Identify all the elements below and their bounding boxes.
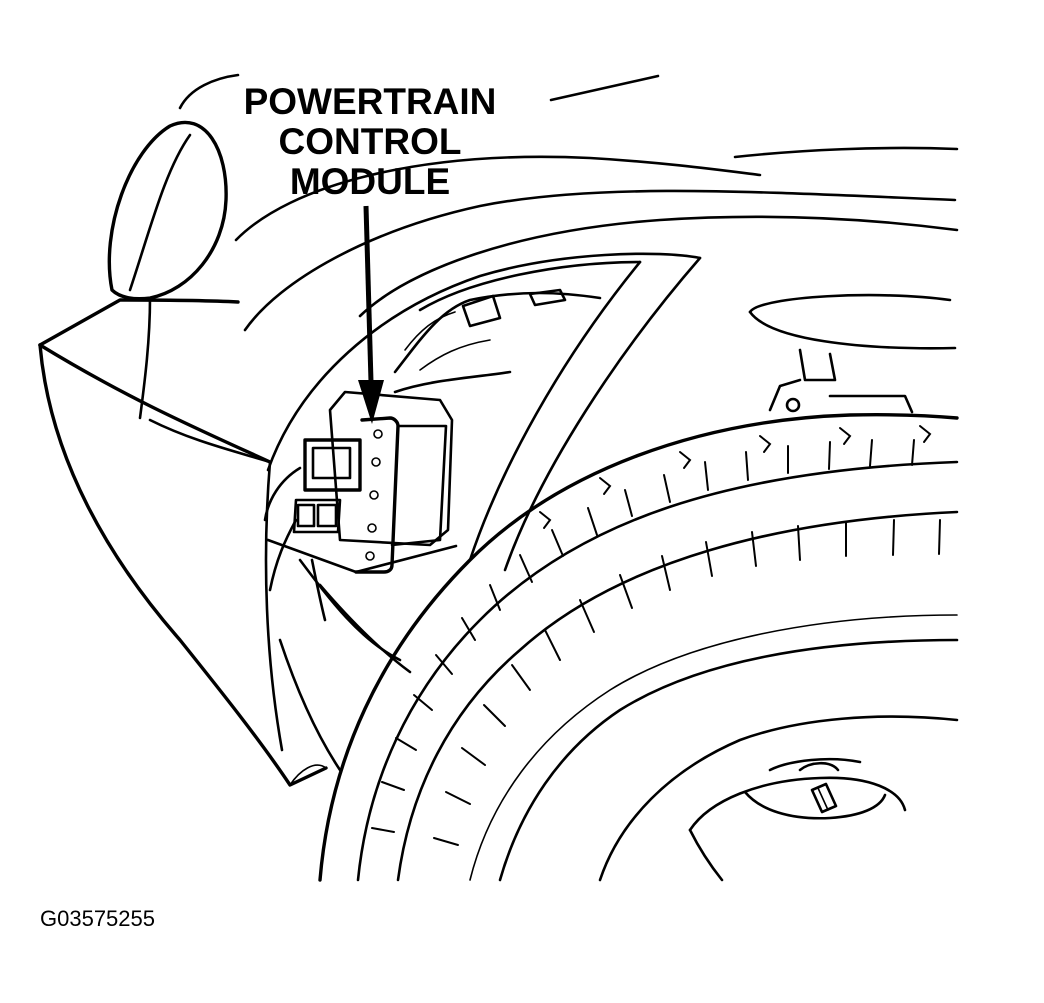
callout-leader-arrow: [358, 205, 384, 424]
callout-line-2: CONTROL: [279, 121, 462, 162]
wheel-hub: [688, 757, 907, 882]
callout-line-3: MODULE: [290, 161, 450, 202]
callout-line-1: POWERTRAIN: [244, 81, 497, 122]
vehicle-body: [38, 73, 959, 787]
wheel-well-interior: [278, 256, 957, 772]
valve-stem-icon: [810, 782, 838, 814]
figure-id: G03575255: [40, 906, 155, 931]
callout-label: POWERTRAIN CONTROL MODULE: [244, 81, 497, 202]
tire-tread-pattern: [371, 425, 941, 846]
front-tire: [318, 413, 959, 882]
pcm-module: [263, 390, 458, 622]
